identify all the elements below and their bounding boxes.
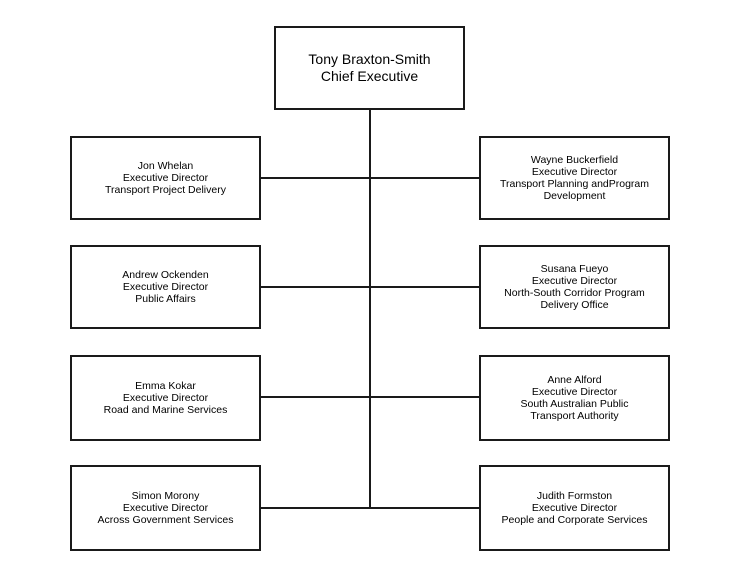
org-box-wayne-buckerfield: Wayne Buckerfield Executive Director Tra… bbox=[479, 136, 670, 220]
person-title: Executive Director bbox=[531, 166, 618, 178]
person-unit: Across Government Services bbox=[97, 514, 234, 526]
person-name: Judith Formston bbox=[536, 490, 613, 502]
person-title: Executive Director bbox=[531, 275, 618, 287]
org-box-simon-morony: Simon Morony Executive Director Across G… bbox=[70, 465, 261, 551]
org-box-jon-whelan: Jon Whelan Executive Director Transport … bbox=[70, 136, 261, 220]
branch-line-3 bbox=[260, 396, 480, 398]
person-unit: Transport Planning andProgram bbox=[499, 178, 650, 190]
person-title: Executive Director bbox=[531, 386, 618, 398]
person-title: Executive Director bbox=[531, 502, 618, 514]
chief-name: Tony Braxton-Smith bbox=[308, 51, 431, 67]
person-name: Jon Whelan bbox=[137, 160, 194, 172]
branch-line-4 bbox=[260, 507, 480, 509]
person-unit: Road and Marine Services bbox=[103, 404, 228, 416]
person-name: Wayne Buckerfield bbox=[530, 154, 619, 166]
org-box-susana-fueyo: Susana Fueyo Executive Director North-So… bbox=[479, 245, 670, 329]
person-unit-line2: Transport Authority bbox=[530, 410, 619, 422]
trunk-line bbox=[369, 109, 371, 508]
person-name: Emma Kokar bbox=[135, 380, 196, 392]
person-name: Simon Morony bbox=[131, 490, 200, 502]
org-box-judith-formston: Judith Formston Executive Director Peopl… bbox=[479, 465, 670, 551]
org-box-emma-kokar: Emma Kokar Executive Director Road and M… bbox=[70, 355, 261, 441]
branch-line-1 bbox=[260, 177, 480, 179]
org-box-anne-alford: Anne Alford Executive Director South Aus… bbox=[479, 355, 670, 441]
person-unit: People and Corporate Services bbox=[501, 514, 648, 526]
person-unit-line2: Development bbox=[543, 190, 606, 202]
person-title: Executive Director bbox=[122, 172, 209, 184]
person-unit: Public Affairs bbox=[135, 293, 196, 305]
person-name: Andrew Ockenden bbox=[122, 269, 209, 281]
chief-title: Chief Executive bbox=[320, 68, 419, 84]
person-unit-line2: Delivery Office bbox=[540, 299, 609, 311]
person-unit: Transport Project Delivery bbox=[105, 184, 226, 196]
person-title: Executive Director bbox=[122, 392, 209, 404]
person-unit: South Australian Public bbox=[520, 398, 629, 410]
person-name: Anne Alford bbox=[547, 374, 602, 386]
person-title: Executive Director bbox=[122, 502, 209, 514]
person-title: Executive Director bbox=[122, 281, 209, 293]
person-unit: North-South Corridor Program bbox=[504, 287, 645, 299]
person-name: Susana Fueyo bbox=[540, 263, 609, 275]
branch-line-2 bbox=[260, 286, 480, 288]
org-box-andrew-ockenden: Andrew Ockenden Executive Director Publi… bbox=[70, 245, 261, 329]
chief-executive-box: Tony Braxton-Smith Chief Executive bbox=[274, 26, 465, 110]
